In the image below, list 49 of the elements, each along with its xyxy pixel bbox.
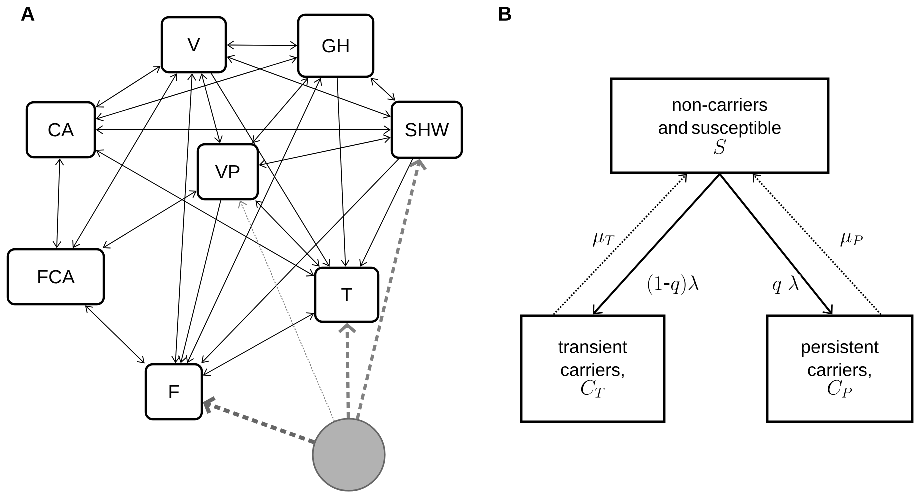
arrow [203,396,316,444]
arrow [199,74,223,144]
panel-letter: B [499,7,512,21]
edge-label: $q\;\lambda$ [771,274,801,296]
edge-label: $\mu_{T}$ [592,232,616,248]
arrow [370,78,396,101]
arrow [96,126,391,134]
node-box: T [314,266,380,324]
circle-shape [312,418,386,492]
arrow [211,73,330,267]
edge-label: $(1\mbox{-}q)\lambda$ [645,274,701,296]
arrow [186,78,322,364]
arrow [96,66,161,108]
arrow [719,174,833,315]
node-box: SHW [390,100,464,160]
arrow [96,55,298,122]
arrow [96,150,314,277]
arrow [752,174,882,316]
arrow [238,200,336,422]
arrow [227,55,391,119]
arrow [593,174,721,315]
node-box: VP [196,143,260,201]
arrow [102,190,197,249]
arrow [227,40,298,50]
compartment-box: non-carriers and susceptible $S$ [610,78,830,174]
compartment-box: transient carriers, $C_{T}$ [520,314,666,424]
node-box: GH [297,14,375,78]
node-box: FCA [6,248,106,306]
arrow [252,78,309,144]
arrow [338,323,357,418]
edge-label: $\mu_{P}$ [839,232,865,248]
arrow [172,74,196,364]
arrow [52,158,64,248]
panel-letter: A [21,7,35,21]
node-box: F [144,363,204,421]
arrow [178,200,222,364]
arrow [336,78,350,267]
arrow [85,306,145,364]
node-box: CA [26,101,96,159]
arrow [72,74,178,248]
arrow [203,312,314,376]
arrow [259,134,391,168]
arrow [553,174,688,316]
arrow [202,158,400,364]
arrow [360,158,414,267]
arrow [356,159,427,420]
node-box: V [160,16,228,74]
arrow [256,200,320,267]
compartment-box: persistent carriers, $C_{P}$ [766,314,914,424]
